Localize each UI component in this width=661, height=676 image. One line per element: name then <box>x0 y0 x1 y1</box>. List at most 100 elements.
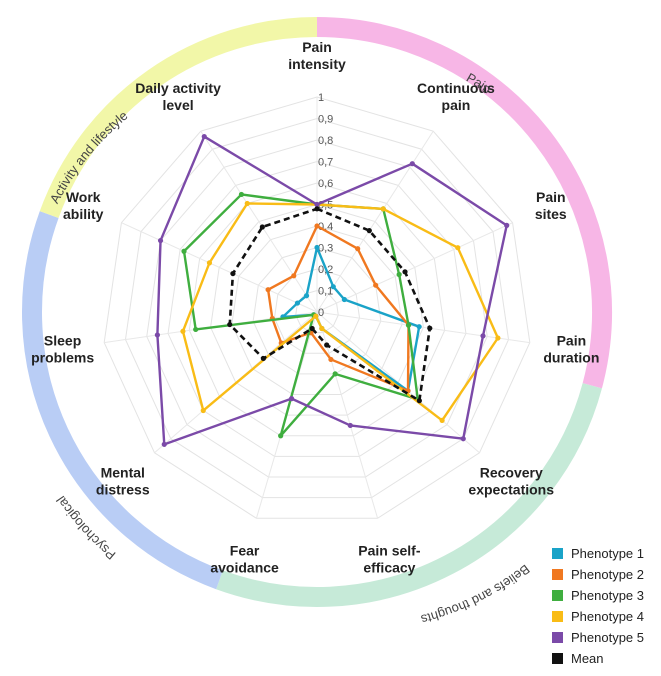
tick-label: 1 <box>318 92 324 104</box>
data-point <box>313 313 319 319</box>
axis-label-line: Daily activity <box>135 80 221 96</box>
data-point <box>495 335 501 341</box>
grid-ring <box>167 160 467 457</box>
data-point <box>324 342 330 348</box>
data-point <box>439 417 445 424</box>
data-point <box>341 296 347 303</box>
grid-ring <box>210 203 424 416</box>
axis-label-line: Pain <box>302 39 332 55</box>
data-point <box>314 244 320 251</box>
data-point <box>373 282 379 288</box>
data-point <box>380 206 386 212</box>
legend-label: Phenotype 5 <box>571 630 645 645</box>
axis-label-line: ability <box>63 206 104 222</box>
grid-ring <box>252 246 382 375</box>
legend-item-phenotype-3: Phenotype 3 <box>552 585 644 606</box>
data-point <box>265 287 271 293</box>
axis-label-line: level <box>162 97 193 113</box>
domain-ring-segment <box>39 17 318 218</box>
data-point <box>230 270 236 277</box>
axis-label-line: Work <box>66 189 101 205</box>
data-point <box>259 224 265 230</box>
axis-label-line: Recovery <box>480 464 543 480</box>
axis-label-line: expectations <box>468 481 554 497</box>
data-point <box>278 433 284 439</box>
data-point <box>504 222 510 228</box>
legend-swatch <box>552 611 563 622</box>
series-phenotype-4 <box>180 200 501 424</box>
axis-label-line: pain <box>442 97 471 113</box>
axis-label-line: Pain <box>557 333 587 349</box>
data-point <box>366 228 372 234</box>
legend-label: Phenotype 1 <box>571 546 645 561</box>
grid-spoke <box>200 130 318 313</box>
grid-ring <box>124 117 510 499</box>
data-point <box>181 248 187 254</box>
data-point <box>409 161 415 167</box>
grid-ring <box>273 268 361 354</box>
legend-swatch <box>552 569 563 580</box>
data-point <box>180 328 186 334</box>
legend-label: Phenotype 4 <box>571 609 645 624</box>
domain-labels: Pain Beliefs and thoughts Psychological … <box>47 70 533 628</box>
legend: Phenotype 1 Phenotype 2 Phenotype 3 Phen… <box>552 543 644 669</box>
axis-label-line: intensity <box>288 56 346 72</box>
axis-label-line: Pain self- <box>358 543 421 559</box>
legend-swatch <box>552 632 563 643</box>
data-point <box>314 206 320 212</box>
data-point <box>314 201 320 208</box>
grid-ring <box>103 96 531 519</box>
data-point <box>206 260 213 266</box>
axis-label-line: problems <box>31 350 94 366</box>
data-point <box>291 273 297 279</box>
grid-spoke <box>316 130 434 313</box>
axis-label-line: Pain <box>536 189 566 205</box>
legend-swatch <box>552 548 563 559</box>
domain-ring <box>22 17 612 607</box>
data-point <box>200 407 206 414</box>
tick-labels: 00,10,20,30,40,50,60,70,80,91 <box>318 92 333 319</box>
data-point <box>416 324 422 330</box>
axis-label-line: sites <box>535 206 567 222</box>
domain-ring-segment <box>22 211 223 590</box>
data-point <box>244 200 250 207</box>
tick-label: 0,8 <box>318 135 333 147</box>
legend-swatch <box>552 590 563 601</box>
axis-label-line: Sleep <box>44 333 81 349</box>
axis-label-line: Fear <box>230 543 260 559</box>
data-point <box>427 325 433 331</box>
axis-label: Pain self-efficacy <box>358 543 421 576</box>
data-point <box>314 223 320 229</box>
legend-label: Phenotype 2 <box>571 567 645 582</box>
data-point <box>238 191 245 198</box>
series-phenotype-5 <box>154 133 510 447</box>
data-point <box>157 237 164 244</box>
data-point <box>460 436 466 442</box>
tick-label: 0,6 <box>318 178 333 190</box>
grid-ring <box>146 139 488 478</box>
axis-label-line: avoidance <box>210 560 279 576</box>
data-point <box>294 300 301 306</box>
data-point <box>161 441 167 447</box>
grid-ring <box>188 182 446 437</box>
data-point <box>303 293 310 299</box>
series-line <box>266 224 410 393</box>
grid-spoke <box>121 222 318 313</box>
data-point <box>416 398 422 404</box>
data-point <box>328 356 334 363</box>
data-point <box>260 355 266 362</box>
grid-spoke <box>316 311 530 344</box>
series-line <box>228 207 432 403</box>
data-point <box>330 284 336 290</box>
radar-grid <box>103 96 531 519</box>
